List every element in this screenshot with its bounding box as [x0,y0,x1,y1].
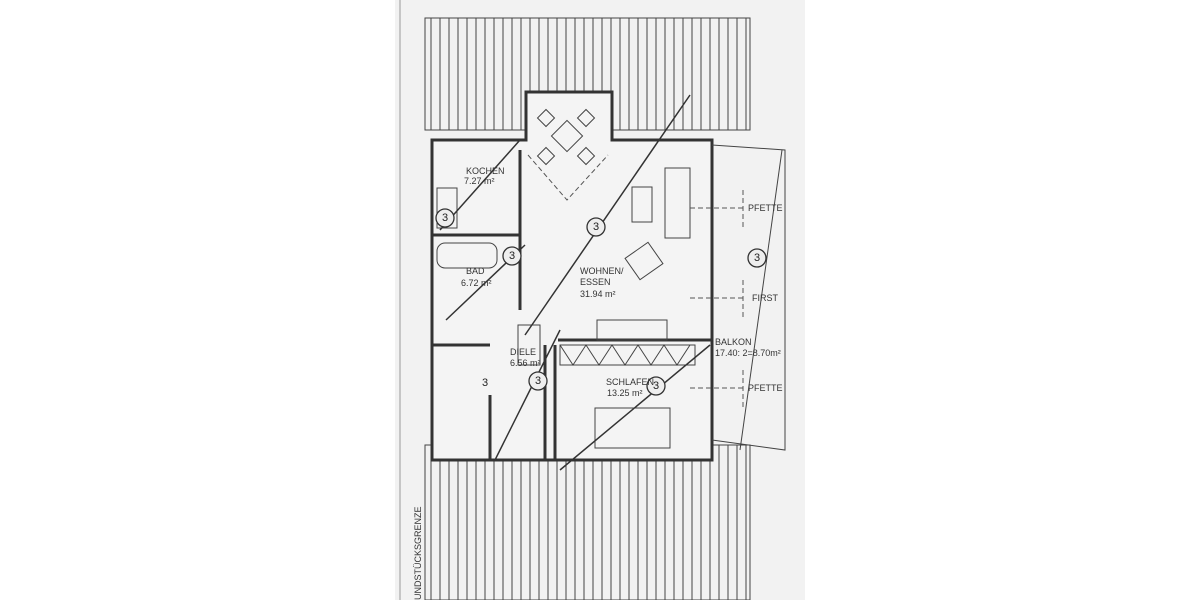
roof-bottom [424,444,751,600]
svg-text:3: 3 [535,375,541,387]
room-balkon-area: 17.40: 2=8.70m² [715,348,781,358]
room-bad-name: BAD [466,266,485,276]
marker-circles: 3 3 3 3 3 3 3 [435,208,767,396]
room-schlafen-name: SCHLAFEN [606,377,654,387]
armchair [624,241,664,281]
svg-text:3: 3 [509,250,515,262]
wardrobe [559,344,696,366]
roof-top [424,17,751,131]
room-balkon-name: BALKON [715,337,752,347]
room-diele-name: DIELE [510,347,536,357]
coffee-table [631,186,653,223]
bathtub [436,242,498,269]
room-kochen-area: 7.27 m² [464,176,495,186]
room-schlafen-area: 13.25 m² [607,388,643,398]
balcony [690,144,786,451]
room-diele-area: 6.56 m² [510,358,541,368]
sofa [664,167,691,239]
dining-table [527,108,609,201]
room-wohnen-name: WOHNEN/ [580,266,624,276]
svg-text:3: 3 [754,252,760,264]
room-bad-area: 6.72 m² [461,278,492,288]
room-kochen-name: KOCHEN [466,166,505,176]
label-property-boundary: UNDSTÜCKSGRENZE [413,506,423,600]
room-wohnen-area: 31.94 m² [580,289,616,299]
bed [594,407,671,449]
svg-text:3: 3 [442,212,448,224]
stove [436,187,458,229]
label-first: FIRST [752,293,779,303]
sideboard [596,319,668,341]
svg-text:3: 3 [593,221,599,233]
svg-text:3: 3 [653,380,659,392]
dresser [517,324,541,366]
label-pfette-bottom: PFETTE [748,383,783,393]
label-pfette-top: PFETTE [748,203,783,213]
svg-text:3: 3 [482,377,488,389]
room-wohnen-name2: ESSEN [580,277,611,287]
